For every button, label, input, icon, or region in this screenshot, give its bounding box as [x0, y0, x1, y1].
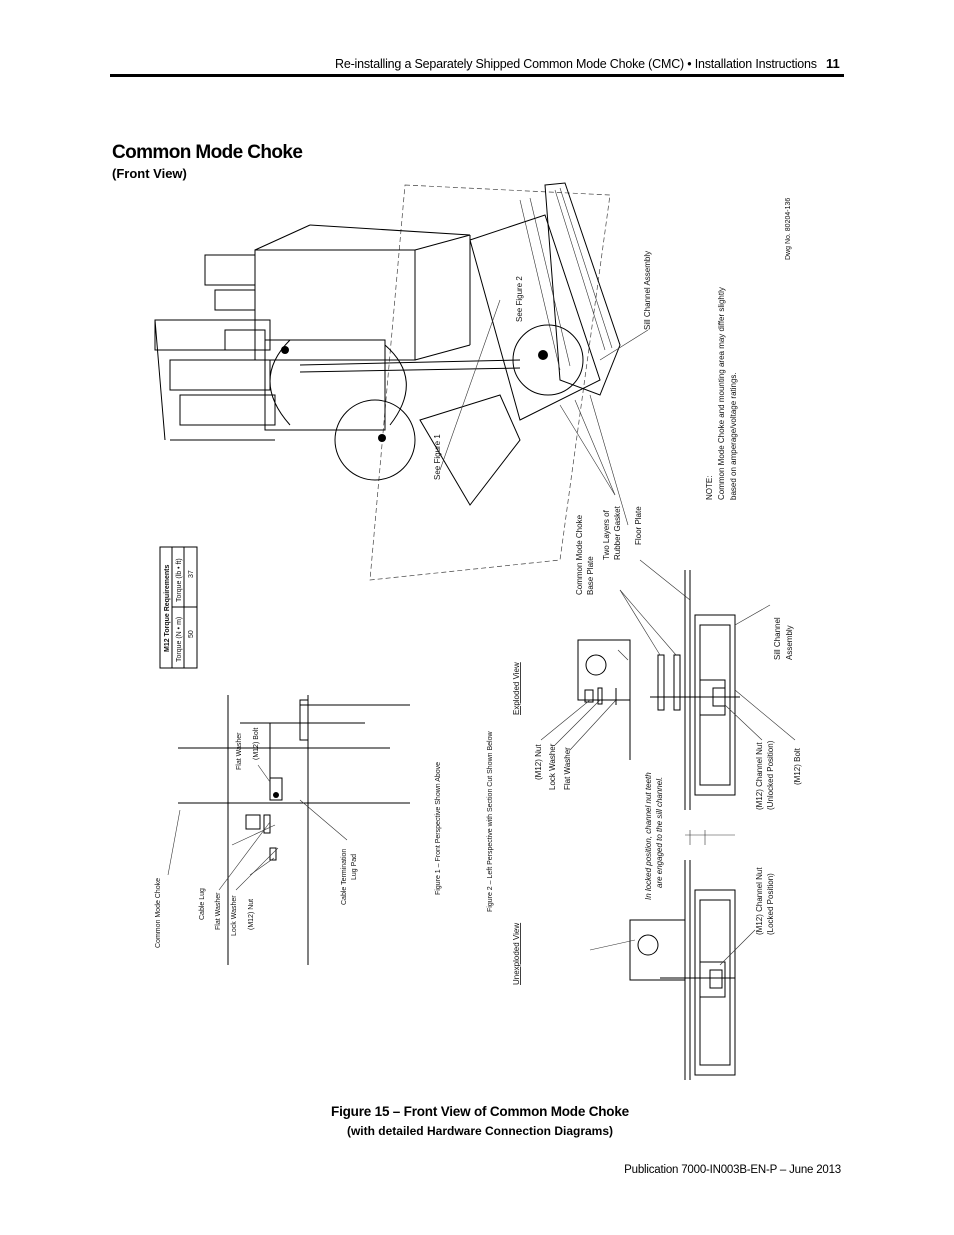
choke-perspective: [154, 182, 649, 581]
torque-value-lbft: 37: [188, 570, 195, 578]
label-channel-nut-unlocked-2: (Unlocked Position): [766, 740, 775, 810]
publication-footer: Publication 7000-IN003B-EN-P – June 2013: [624, 1164, 841, 1176]
note-title: NOTE:: [705, 476, 714, 500]
figure-caption: Figure 15 – Front View of Common Mode Ch…: [331, 1104, 629, 1119]
f1-label-m12-nut: (M12) Nut: [248, 899, 255, 930]
figure-1-caption: Figure 1 – Front Perspective Shown Above: [435, 762, 442, 895]
label-see-figure-1: See Figure 1: [433, 434, 442, 480]
label-cmc-base-1: Common Mode Choke: [575, 514, 584, 595]
running-header: Re-installing a Separately Shipped Commo…: [335, 57, 817, 71]
section-subtitle: (Front View): [112, 166, 187, 181]
label-channel-nut-locked-2: (Locked Position): [766, 873, 775, 935]
label-lock-washer: Lock Washer: [548, 743, 557, 790]
label-floor-plate: Floor Plate: [634, 506, 643, 545]
section-title: Common Mode Choke: [112, 142, 303, 163]
label-sill-channel-assembly: Sill Channel Assembly: [643, 251, 652, 330]
label-locked-note-2: are engaged to the sill channel.: [655, 777, 664, 888]
figure-2-caption: Figure 2 – Left Perspective with Section…: [487, 731, 494, 912]
label-flat-washer: Flat Washer: [563, 747, 572, 790]
label-locked-note-1: In locked position, channel nut teeth: [644, 772, 653, 900]
figure-caption-subtitle: (with detailed Hardware Connection Diagr…: [346, 1124, 614, 1138]
note-line1: Common Mode Choke and mounting area may …: [717, 287, 726, 500]
f1-label-cable-lug: Cable Lug: [199, 888, 206, 920]
f1-label-common-mode-choke: Common Mode Choke: [155, 878, 162, 948]
header-rule: [110, 74, 844, 77]
page-number: 11: [826, 56, 840, 71]
label-two-layers-1: Two Layers of: [602, 509, 611, 560]
torque-value-nm: 50: [188, 630, 195, 638]
label-m12-bolt: (M12) Bolt: [793, 747, 802, 785]
note-line2: based on amperage/voltage ratings.: [729, 372, 738, 500]
label-sill-channel-2: Assembly: [785, 625, 794, 660]
figure-1-detail: [167, 695, 410, 965]
f1-label-cable-term-1: Cable Termination: [341, 849, 348, 905]
label-unexploded-view: Unexploded View: [512, 923, 521, 985]
dwg-number: Dwg No. 80204-136: [785, 198, 792, 260]
label-exploded-view: Exploded View: [512, 662, 521, 715]
torque-header-lbft: Torque (lb • ft): [176, 558, 183, 602]
figure-2-detail: [540, 559, 796, 1080]
label-channel-nut-unlocked-1: (M12) Channel Nut: [755, 742, 764, 810]
torque-header-nm: Torque (N • m): [176, 617, 183, 662]
label-sill-channel-1: Sill Channel: [773, 617, 782, 660]
f1-label-m12-bolt: (M12) Bolt: [253, 728, 260, 760]
f1-label-lock-washer: Lock Washer: [231, 895, 238, 936]
label-cmc-base-2: Base Plate: [586, 556, 595, 595]
label-m12-nut: (M12) Nut: [534, 744, 543, 780]
label-channel-nut-locked-1: (M12) Channel Nut: [755, 867, 764, 935]
f1-label-flat-washer2: Flat Washer: [215, 892, 222, 930]
f1-label-cable-term-2: Lug Pad: [351, 854, 358, 880]
torque-table-title: M12 Torque Requirements: [164, 565, 171, 652]
f1-label-flat-washer: Flat Washer: [236, 732, 243, 770]
label-see-figure-2: See Figure 2: [515, 276, 524, 322]
label-two-layers-2: Rubber Gasket: [613, 505, 622, 560]
torque-table: [159, 546, 198, 669]
